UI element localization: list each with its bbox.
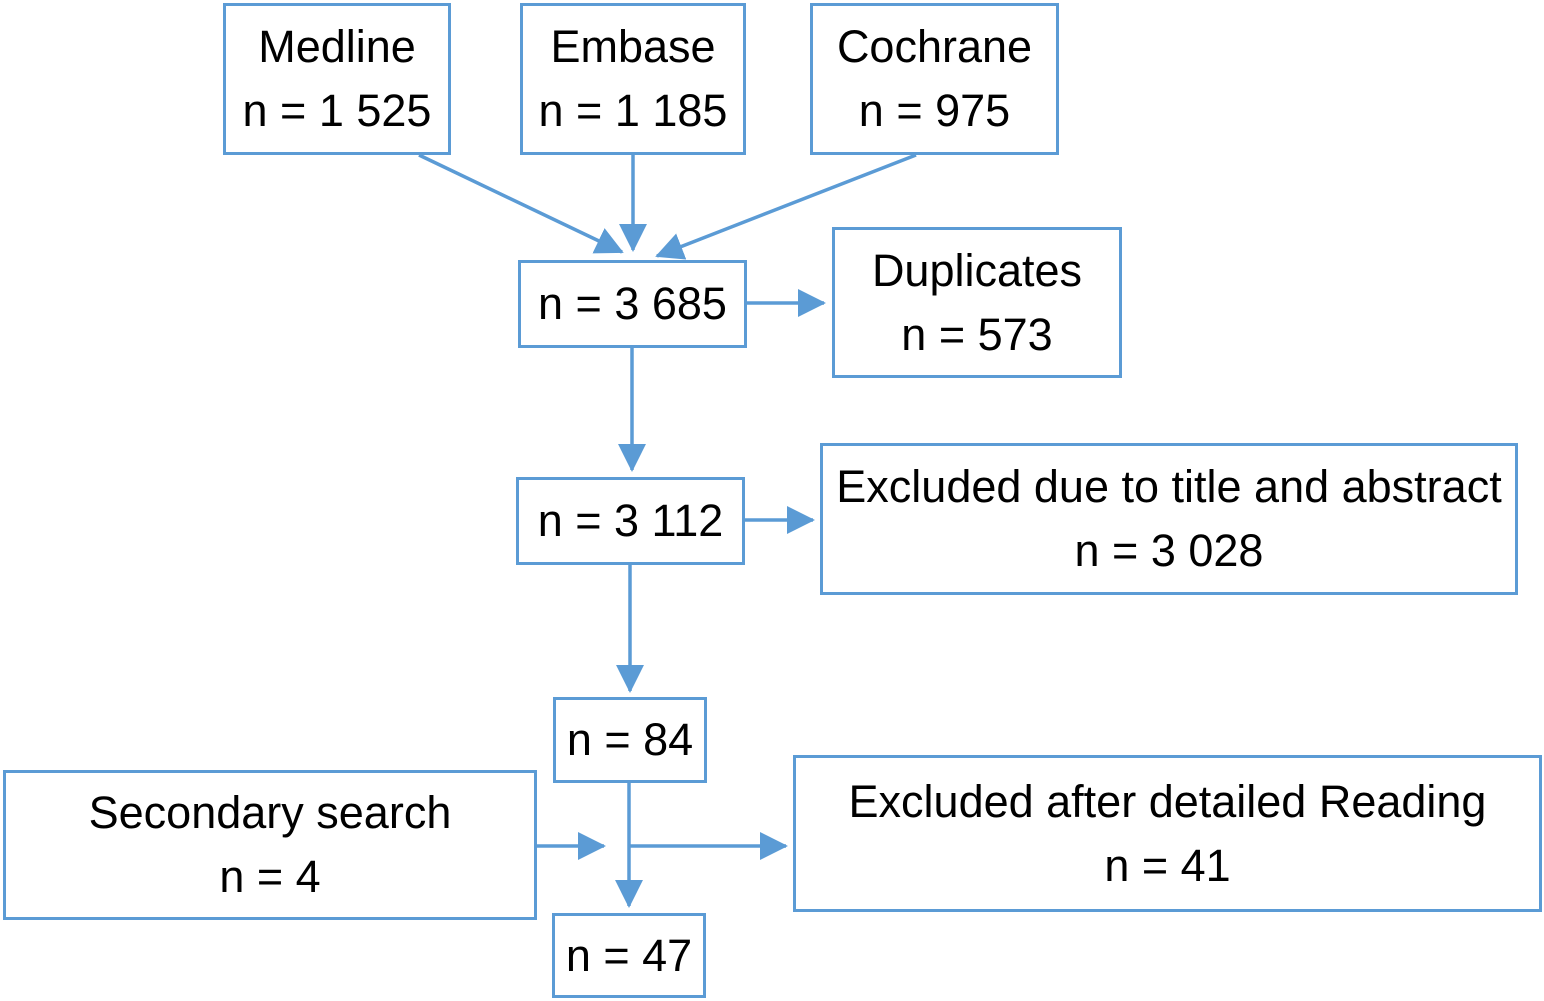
box-embase-label: Embase [550,21,716,73]
box-duplicates-label: Duplicates [871,244,1083,296]
box-cochrane: Cochrane n = 975 [810,3,1059,155]
box-excluded-title-abstract: Excluded due to title and abstract n = 3… [820,443,1518,595]
box-included: n = 47 [552,913,706,998]
box-detailed-reading-count: n = 84 [566,714,694,766]
box-embase: Embase n = 1 185 [520,3,746,155]
box-cochrane-count: n = 975 [858,85,1011,136]
box-detailed-reading: n = 84 [553,697,707,783]
box-embase-count: n = 1 185 [538,85,728,136]
box-medline-count: n = 1 525 [242,85,432,136]
arrow-medline-to-pooled [418,153,624,254]
box-after-duplicates: n = 3 112 [516,477,745,565]
box-excluded-title-abstract-count: n = 3 028 [1074,525,1264,576]
box-medline: Medline n = 1 525 [223,3,451,155]
box-duplicates-count: n = 573 [901,308,1053,360]
box-excluded-detailed-reading-label: Excluded after detailed Reading [848,775,1487,827]
box-secondary-search: Secondary search n = 4 [3,770,537,920]
box-duplicates: Duplicates n = 573 [832,227,1122,378]
box-medline-label: Medline [258,21,416,73]
box-secondary-search-count: n = 4 [219,851,321,902]
box-excluded-title-abstract-label: Excluded due to title and abstract [836,461,1502,513]
box-included-count: n = 47 [565,929,693,981]
box-pooled: n = 3 685 [518,260,747,348]
box-excluded-detailed-reading: Excluded after detailed Reading n = 41 [793,755,1542,912]
box-pooled-count: n = 3 685 [538,278,727,330]
box-excluded-detailed-reading-count: n = 41 [1104,839,1231,891]
box-after-duplicates-count: n = 3 112 [537,495,724,547]
box-secondary-search-label: Secondary search [88,787,452,839]
box-cochrane-label: Cochrane [836,21,1033,73]
